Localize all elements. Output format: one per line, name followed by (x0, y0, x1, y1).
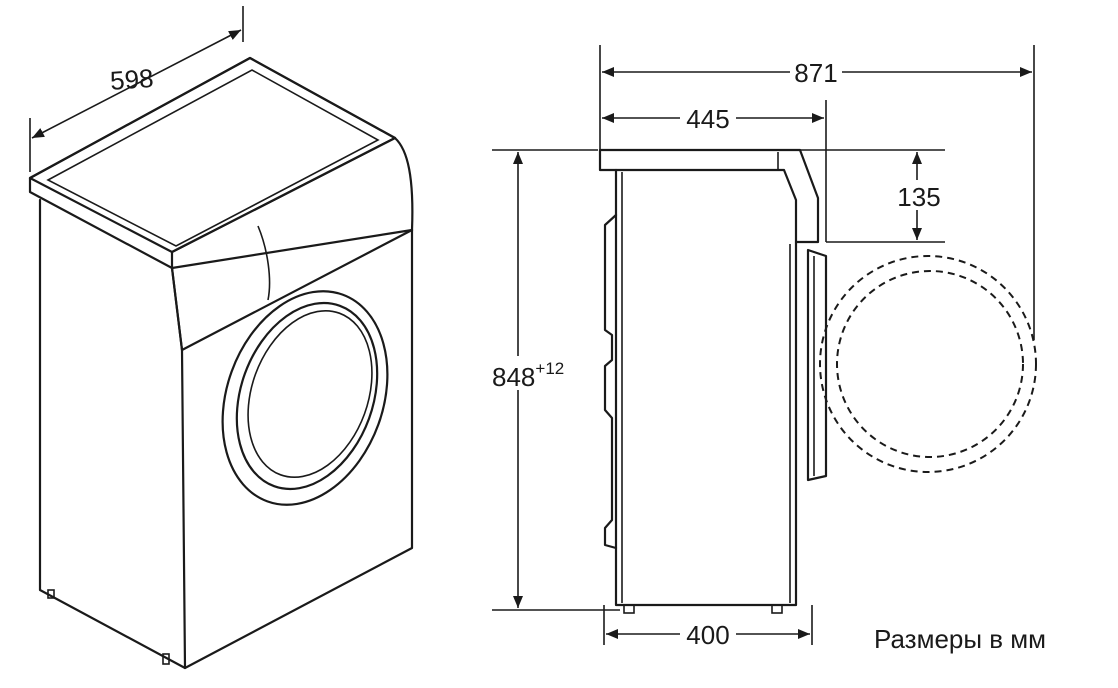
isometric-view: 598 (28, 6, 414, 670)
units-caption: Размеры в мм (874, 624, 1046, 654)
base-depth-label: 400 (686, 620, 729, 650)
control-panel-divider (257, 225, 271, 301)
side-view: 871 445 848+12 135 (488, 45, 1037, 650)
door-swing-inner (836, 270, 1024, 458)
foot-left (47, 589, 55, 599)
top-panel (28, 56, 397, 270)
door-glass (247, 309, 373, 479)
side-foot-front (771, 604, 783, 614)
side-foot-rear (623, 604, 635, 614)
depth-body-label-bg (680, 104, 736, 132)
body-front-left-edge (180, 348, 187, 670)
height-value: 848 (492, 362, 535, 392)
height-adjust: +12 (535, 359, 564, 378)
top-panel-top-face (28, 56, 397, 254)
door-middle-ring (235, 301, 379, 491)
side-top-panel (598, 148, 820, 244)
depth-total-label: 871 (794, 58, 837, 88)
door-swing-outer (819, 255, 1037, 473)
width-dimension-line (31, 29, 242, 139)
depth-body-label: 445 (686, 104, 729, 134)
body-outline (38, 198, 414, 670)
base-depth-label-bg (680, 620, 736, 648)
height-label: 848+12 (492, 359, 564, 392)
door-offset-label-bg (893, 180, 945, 210)
side-door-profile (806, 248, 828, 482)
top-front-edge (170, 228, 414, 270)
side-body-outline (614, 168, 798, 607)
width-label: 598 (109, 63, 154, 96)
foot-front (162, 653, 170, 665)
top-panel-inner-edge (46, 69, 380, 247)
top-right-edge (393, 136, 414, 232)
door-offset-label: 135 (897, 182, 940, 212)
rear-hose-profile (603, 213, 618, 550)
depth-total-label-bg (790, 58, 842, 86)
door-outer-ring (221, 290, 389, 506)
height-label-bg (488, 356, 574, 390)
control-panel-left-edge (170, 266, 184, 352)
